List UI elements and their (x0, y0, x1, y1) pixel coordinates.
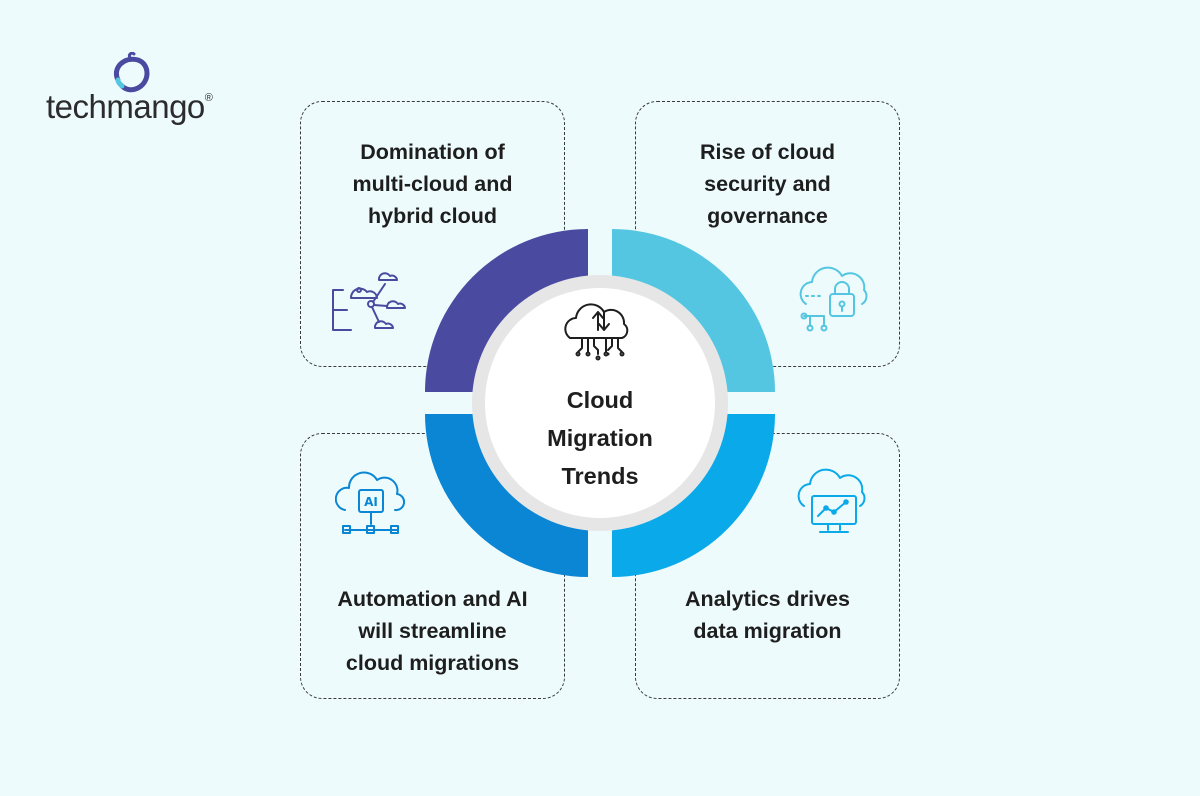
logo-text-light: mango (106, 88, 205, 125)
techmango-logo: techmango® (46, 52, 236, 132)
card-title-automation: Automation and AI will streamline cloud … (337, 587, 528, 675)
card-title-analytics: Analytics drives data migration (685, 587, 850, 643)
center-disc (485, 288, 715, 518)
ai-cloud-icon: AI (335, 471, 406, 534)
cloud-analytics-icon (797, 468, 866, 533)
center-title: Cloud Migration Trends (547, 387, 653, 489)
svg-text:AI: AI (364, 495, 378, 509)
card-title-multicloud: Domination of multi-cloud and hybrid clo… (352, 140, 513, 228)
card-bottom-left: AI Automation and AI will streamline clo… (300, 433, 565, 699)
registered-mark: ® (204, 92, 213, 104)
logo-text-bold: tech (46, 88, 107, 125)
card-title-security: Rise of cloud security and governance (700, 140, 835, 228)
cloud-lock-icon (799, 266, 868, 332)
logo-wordmark: techmango® (46, 88, 213, 126)
cloud-migration-icon (564, 303, 629, 361)
logo-mark-icon (114, 52, 150, 93)
multi-cloud-network-icon (332, 272, 406, 331)
card-bottom-right: Analytics drives data migration (635, 433, 900, 699)
